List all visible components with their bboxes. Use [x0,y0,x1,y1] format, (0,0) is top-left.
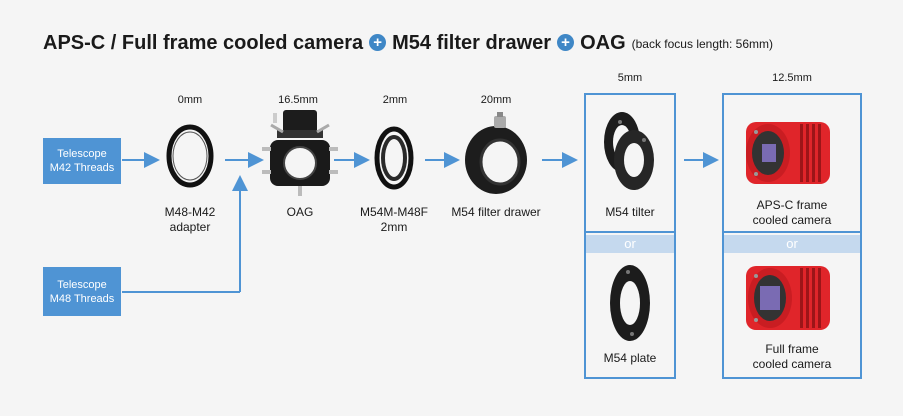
label-line1: M48-M42 [164,205,216,219]
title-note: (back focus length: 56mm) [631,37,774,51]
option-label: APS-C frame cooled camera [722,198,862,228]
component-label: M48-M42 adapter [140,205,240,235]
distance-label: 16.5mm [278,94,318,106]
option-label: Full frame cooled camera [722,342,862,372]
component-label: M54 filter drawer [436,205,556,220]
label-line1: Full frame [765,342,819,356]
label-line2: cooled camera [752,213,832,227]
component-label: M54M-M48F 2mm [344,205,444,235]
label-line2: cooled camera [752,357,832,371]
label-line1: M54 filter drawer [451,205,541,219]
title-filter-drawer: M54 filter drawer [392,32,552,54]
input-label-line1: Telescope [57,148,107,160]
component-label: OAG [250,205,350,220]
label-line2: 2mm [380,220,408,234]
input-m42-threads: Telescope M42 Threads [43,138,121,184]
label-line1: M54 tilter [605,205,655,219]
title-oag: OAG [580,32,626,54]
label-line1: M54M-M48F [359,205,428,219]
label-line2: adapter [169,220,211,234]
option-label: M54 tilter [584,205,676,220]
distance-label: 12.5mm [772,72,812,84]
input-m48-threads: Telescope M48 Threads [43,267,121,316]
plus-icon: + [369,34,387,51]
or-separator: or [724,235,860,253]
option-label: M54 plate [584,351,676,366]
plus-icon: + [557,34,575,51]
distance-label: 20mm [480,94,512,106]
input-label-line1: Telescope [57,278,107,291]
label-line1: M54 plate [603,351,657,365]
label-line1: OAG [286,205,314,219]
label-line1: APS-C frame [756,198,828,212]
distance-label: 5mm [617,72,643,84]
page-title: APS-C / Full frame cooled camera + M54 fil… [43,32,773,55]
input-label-line2: M42 Threads [49,162,115,174]
input-label-line2: M48 Threads [49,292,115,305]
distance-label: 2mm [382,94,408,106]
distance-label: 0mm [177,94,203,106]
or-separator: or [586,235,674,253]
title-camera: APS-C / Full frame cooled camera [43,32,364,54]
